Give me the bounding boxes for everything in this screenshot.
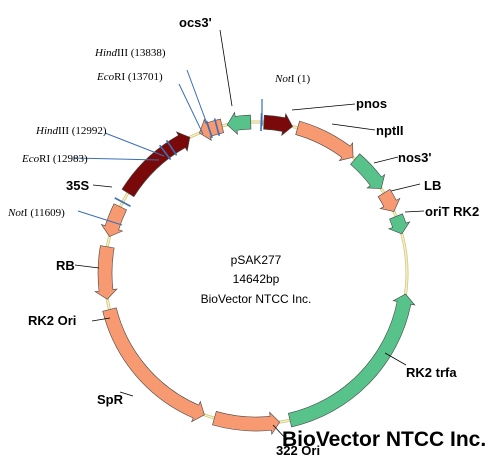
site-mark-ecori-12983 <box>159 144 172 161</box>
feature-nos3-arrow <box>350 153 386 189</box>
leader-rk2ori <box>91 317 111 322</box>
label-ocs3: ocs3' <box>179 15 212 30</box>
leader-nptii <box>331 123 376 131</box>
label-322ori: 322 Ori <box>276 443 320 458</box>
feature-orit-arrow <box>387 213 411 235</box>
plasmid-name: pSAK277 <box>231 253 282 267</box>
site-line-noti-11609 <box>77 210 123 226</box>
label-pnos: pnos <box>356 96 387 111</box>
site-label-hindiii-13838: HindIII (13838) <box>94 47 166 59</box>
feature-ocs3-arrow <box>226 111 252 136</box>
leader-rb <box>74 264 100 269</box>
label-rk2ori: RK2 Ori <box>28 313 76 328</box>
label-spr: SpR <box>97 392 124 407</box>
site-line-ecori-13701 <box>178 83 204 135</box>
site-line-ecori-12983 <box>72 157 160 161</box>
site-label-noti-1: NotI (1) <box>274 73 310 85</box>
feature-nptii-arrow <box>295 120 354 162</box>
leader-spr <box>119 391 134 397</box>
plasmid-size: 14642bp <box>233 272 280 286</box>
site-label-hindiii-12992: HindIII (12992) <box>35 125 107 137</box>
label-35s: 35S <box>66 178 89 193</box>
feature-lb-arrow <box>377 188 401 212</box>
feature-rb-arrow <box>100 203 127 237</box>
watermark-text: BioVector NTCC Inc. <box>282 428 486 451</box>
site-label-ecori-12983: EcoRI (12983) <box>21 153 88 165</box>
label-rk2trfa: RK2 trfa <box>406 365 457 380</box>
leader-322ori <box>272 424 288 441</box>
leader-pnos <box>291 103 356 111</box>
feature-rk2trfa-arrow <box>288 293 416 428</box>
label-rb: RB <box>56 258 75 273</box>
company-name: BioVector NTCC Inc. <box>201 292 312 306</box>
feature-322ori-arrow <box>212 411 281 436</box>
leader-lb <box>390 183 421 192</box>
leader-nos3 <box>373 156 399 164</box>
leader-ocs3 <box>219 29 233 107</box>
site-mark-noti-11609 <box>114 197 131 208</box>
leader-orit <box>404 210 425 213</box>
site-line-hindiii-13838 <box>186 69 211 133</box>
feature-pnos-arrow <box>263 112 293 137</box>
site-mark-hindiii-13838 <box>213 118 221 137</box>
leader-rk2trfa <box>384 352 407 366</box>
site-mark-hindiii-12992 <box>165 139 178 156</box>
label-nptii: nptII <box>376 123 403 138</box>
label-orit: oriT RK2 <box>425 204 479 219</box>
leader-35s <box>92 184 113 188</box>
label-nos3: nos3' <box>398 150 431 165</box>
feature-35s-arrow <box>121 131 191 198</box>
feature-rk2ori-arrow <box>94 245 118 300</box>
site-label-noti-11609: NotI (11609) <box>7 207 65 219</box>
site-line-hindiii-12992 <box>104 132 165 157</box>
feature-ocs-orange-arrow <box>199 118 224 141</box>
site-label-ecori-13701: EcoRI (13701) <box>96 71 163 83</box>
label-lb: LB <box>424 178 441 193</box>
feature-spr-arrow <box>102 307 205 423</box>
